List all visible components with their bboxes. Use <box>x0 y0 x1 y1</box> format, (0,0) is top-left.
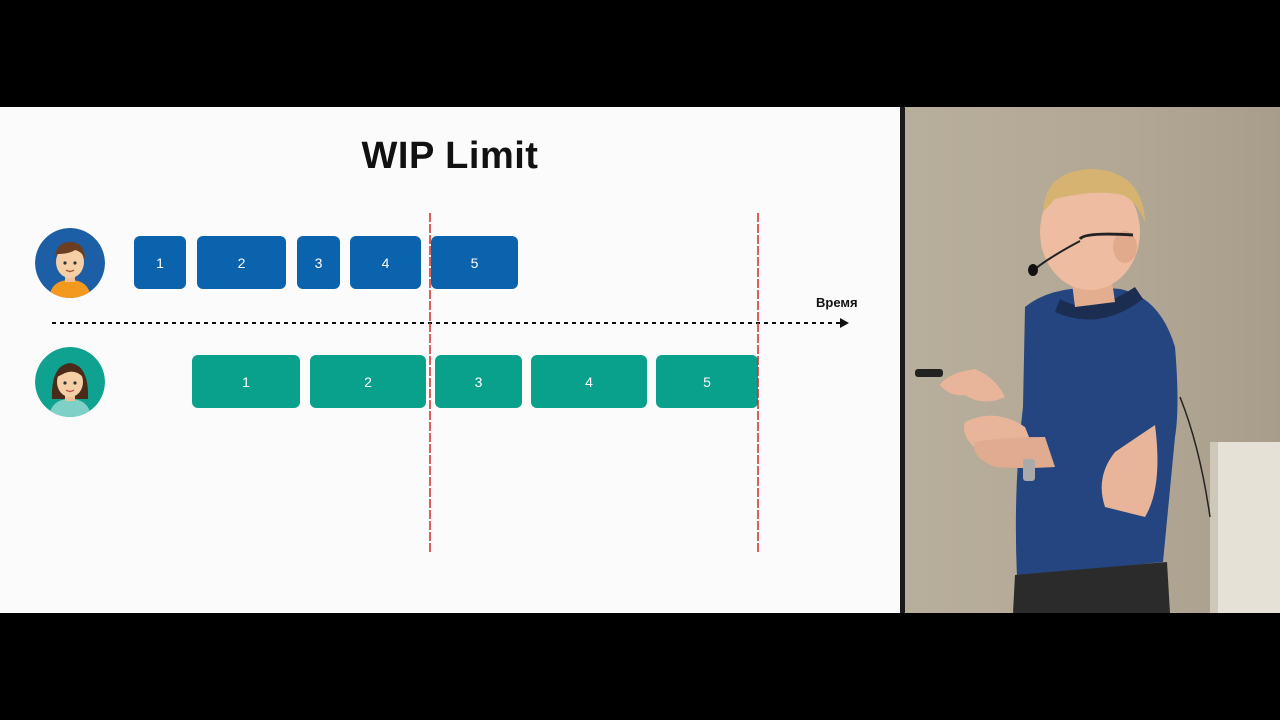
tester-task-1: 1 <box>192 355 300 408</box>
slide-title: WIP Limit <box>361 135 539 177</box>
female-avatar-icon <box>35 347 105 417</box>
developer-task-3: 3 <box>297 236 340 289</box>
arrow-head-icon <box>840 318 849 328</box>
time-axis-label: Время <box>816 295 858 310</box>
developer-task-1: 1 <box>134 236 186 289</box>
timeline-overlay <box>52 213 849 552</box>
tester-task-2: 2 <box>310 355 426 408</box>
speaker-video-feed <box>905 107 1280 613</box>
developer-task-4: 4 <box>350 236 421 289</box>
developer-task-5: 5 <box>431 236 518 289</box>
presentation-slide: WIP Limit 1 2 3 4 5 1 <box>0 107 900 613</box>
tester-task-4: 4 <box>531 355 647 408</box>
tester-task-5: 5 <box>656 355 758 408</box>
developer-task-2: 2 <box>197 236 286 289</box>
frame-divider <box>900 107 905 613</box>
tester-task-3: 3 <box>435 355 522 408</box>
male-avatar-icon <box>35 228 105 298</box>
